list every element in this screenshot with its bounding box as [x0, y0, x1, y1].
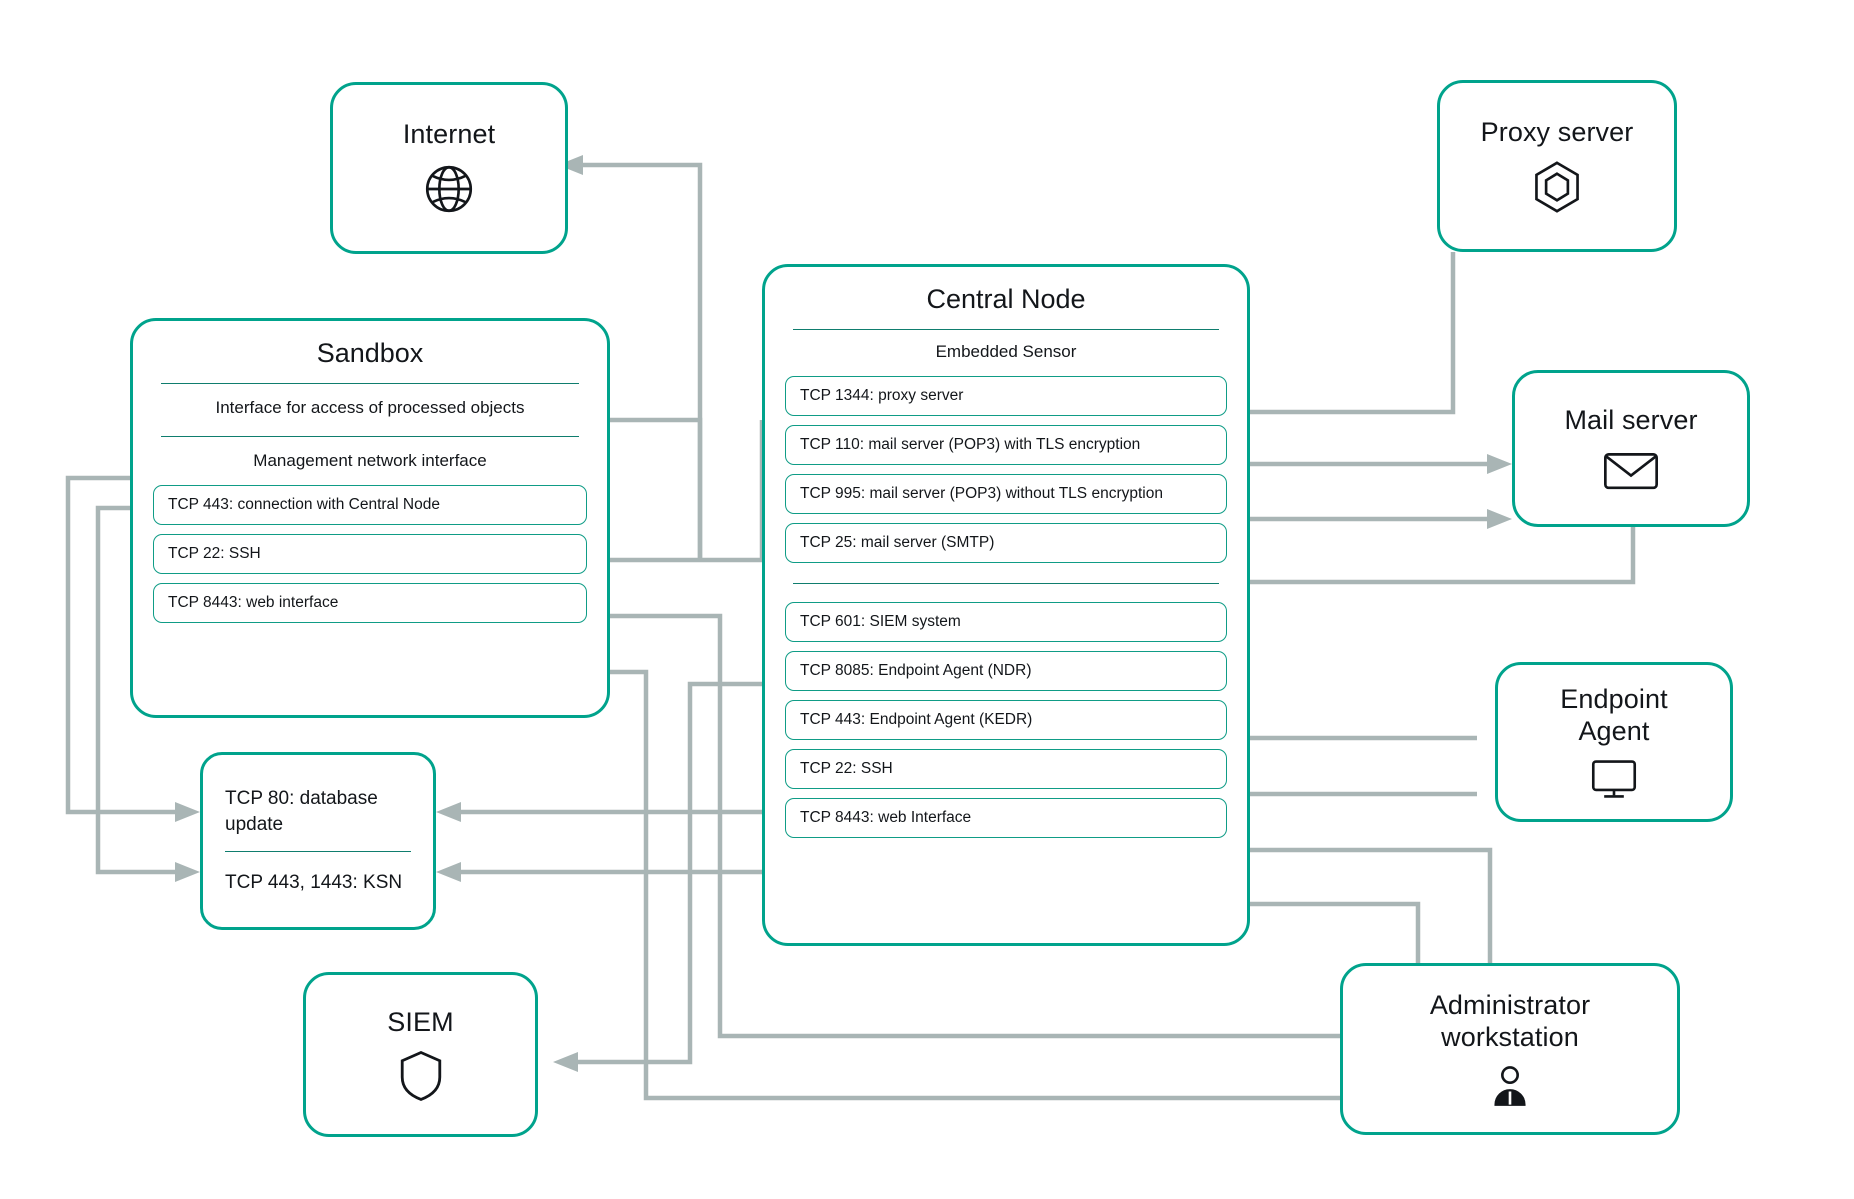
node-proxy-server[interactable]: Proxy server — [1437, 80, 1677, 252]
node-admin-label-line1: Administrator — [1429, 989, 1591, 1020]
monitor-icon — [1590, 757, 1638, 801]
wire-mail-server-to-tcp25 — [1200, 527, 1636, 592]
central-node-port-tcp-8085[interactable]: TCP 8085: Endpoint Agent (NDR) — [785, 650, 1227, 691]
sandbox-port-tcp-8443[interactable]: TCP 8443: web interface — [153, 582, 587, 623]
node-endpoint-agent-label-line2: Agent — [1578, 716, 1650, 746]
node-sandbox[interactable]: Sandbox Interface for access of processe… — [130, 318, 610, 718]
node-endpoint-agent[interactable]: Endpoint Agent — [1495, 662, 1733, 822]
sandbox-port-tcp-22[interactable]: TCP 22: SSH — [153, 533, 587, 574]
sandbox-divider-1 — [161, 383, 579, 384]
node-proxy-server-label: Proxy server — [1480, 116, 1634, 147]
node-central-node[interactable]: Central Node Embedded Sensor TCP 1344: p… — [762, 264, 1250, 946]
update-row-database: TCP 80: database update — [225, 786, 411, 853]
update-row-ksn: TCP 443, 1443: KSN — [225, 872, 403, 894]
node-mail-server-label: Mail server — [1564, 405, 1698, 436]
node-internet-label: Internet — [402, 118, 496, 149]
central-node-port-tcp-601[interactable]: TCP 601: SIEM system — [785, 601, 1227, 642]
sandbox-title: Sandbox — [316, 338, 424, 368]
central-node-port-tcp-22[interactable]: TCP 22: SSH — [785, 748, 1227, 789]
central-node-port-tcp-995[interactable]: TCP 995: mail server (POP3) without TLS … — [785, 473, 1227, 514]
node-update-sources[interactable]: TCP 80: database update TCP 443, 1443: K… — [200, 752, 436, 930]
central-node-port-tcp-1344[interactable]: TCP 1344: proxy server — [785, 375, 1227, 416]
sandbox-port-list: TCP 443: connection with Central Node TC… — [133, 473, 607, 623]
globe-icon — [420, 160, 478, 218]
central-node-title: Central Node — [926, 284, 1086, 314]
central-node-divider-1 — [793, 329, 1219, 330]
node-admin-label-line2: workstation — [1441, 1022, 1579, 1052]
sandbox-port-tcp-443[interactable]: TCP 443: connection with Central Node — [153, 484, 587, 525]
central-node-port-tcp-110[interactable]: TCP 110: mail server (POP3) with TLS enc… — [785, 424, 1227, 465]
node-internet[interactable]: Internet — [330, 82, 568, 254]
wire-central-node-to-database-update — [436, 802, 786, 822]
central-node-section-label-embedded-sensor: Embedded Sensor — [935, 342, 1077, 361]
central-node-port-tcp-25[interactable]: TCP 25: mail server (SMTP) — [785, 522, 1227, 563]
central-node-divider-2 — [793, 582, 1219, 584]
central-node-sensor-port-list: TCP 1344: proxy server TCP 110: mail ser… — [765, 364, 1247, 563]
node-endpoint-agent-label-line1: Endpoint — [1560, 683, 1668, 714]
wire-central-node-to-ksn — [436, 862, 786, 882]
central-node-port-list: TCP 601: SIEM system TCP 8085: Endpoint … — [765, 584, 1247, 838]
sandbox-divider-2 — [161, 435, 579, 437]
central-node-port-tcp-443-kedr[interactable]: TCP 443: Endpoint Agent (KEDR) — [785, 699, 1227, 740]
wire-tcp601-to-siem — [553, 681, 820, 1072]
wire-sandbox-to-database-update — [65, 475, 200, 822]
envelope-icon — [1602, 447, 1660, 493]
node-administrator-workstation[interactable]: Administrator workstation — [1340, 963, 1680, 1135]
node-siem[interactable]: SIEM — [303, 972, 538, 1137]
shield-icon — [396, 1049, 446, 1103]
sandbox-section-label-objects: Interface for access of processed object… — [215, 398, 525, 417]
central-node-port-tcp-8443[interactable]: TCP 8443: web Interface — [785, 797, 1227, 838]
node-mail-server[interactable]: Mail server — [1512, 370, 1750, 527]
hexagon-cube-icon — [1528, 158, 1586, 216]
node-siem-label: SIEM — [387, 1007, 454, 1038]
sandbox-section-label-management: Management network interface — [253, 450, 487, 470]
user-icon — [1487, 1063, 1533, 1109]
